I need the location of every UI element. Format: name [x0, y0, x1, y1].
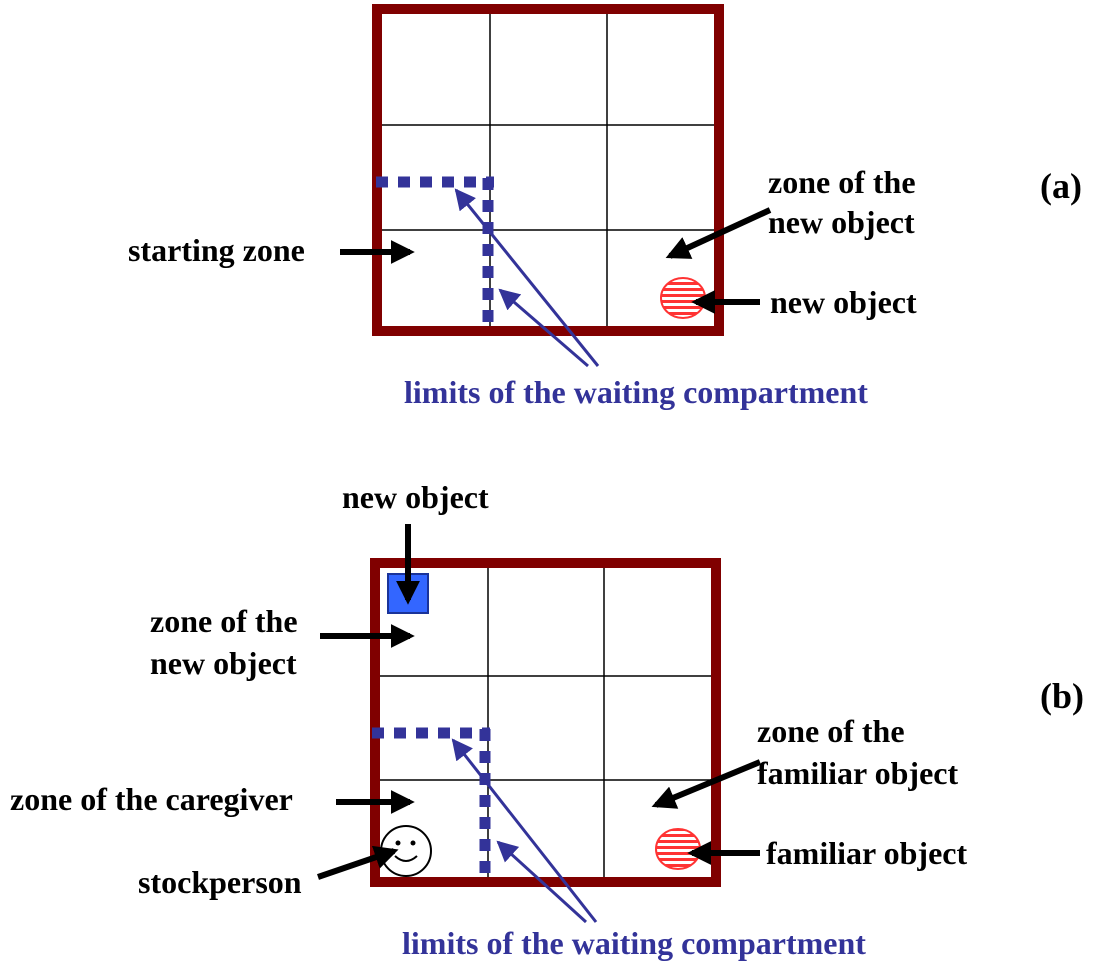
arena-a-grid: [378, 10, 720, 332]
zone-familiar-label-line2: familiar object: [757, 755, 958, 791]
arrows-a: [340, 207, 772, 314]
arrows-b: [317, 524, 762, 880]
compartment-arrows-b: [451, 738, 598, 924]
familiar-object-b: [655, 828, 701, 870]
compartment-label-b: limits of the waiting compartment: [402, 925, 866, 961]
panel-b: new object zone of the new object zone o…: [10, 479, 1084, 961]
waiting-compartment-b: [372, 727, 491, 877]
zone-new-object-label-b-line1: zone of the: [150, 603, 298, 639]
new-object-label-a: new object: [770, 284, 917, 320]
compartment-arrows-a: [454, 188, 600, 368]
new-object-label-b: new object: [342, 479, 489, 515]
compartment-label-a: limits of the waiting compartment: [404, 374, 868, 410]
zone-caregiver-label: zone of the caregiver: [10, 781, 293, 817]
zone-new-object-label-b-line2: new object: [150, 645, 297, 681]
arena-b-border: [370, 558, 721, 887]
panel-tag-b: (b): [1040, 676, 1084, 716]
zone-familiar-label-line1: zone of the: [757, 713, 905, 749]
zone-new-object-label-a-line1: zone of the: [768, 164, 916, 200]
waiting-compartment-a: [376, 176, 494, 326]
stockperson-label: stockperson: [138, 864, 302, 900]
familiar-object-label: familiar object: [766, 835, 967, 871]
arrow-zone-new-object-a: [665, 207, 772, 259]
panel-tag-a: (a): [1040, 166, 1082, 206]
new-object-a: [660, 277, 706, 319]
arrow-stockperson-b: [317, 845, 399, 880]
panel-a: starting zone zone of the new object new…: [128, 4, 1082, 410]
starting-zone-label: starting zone: [128, 232, 305, 268]
zone-new-object-label-a-line2: new object: [768, 204, 915, 240]
arrow-zone-familiar-b: [651, 759, 762, 809]
